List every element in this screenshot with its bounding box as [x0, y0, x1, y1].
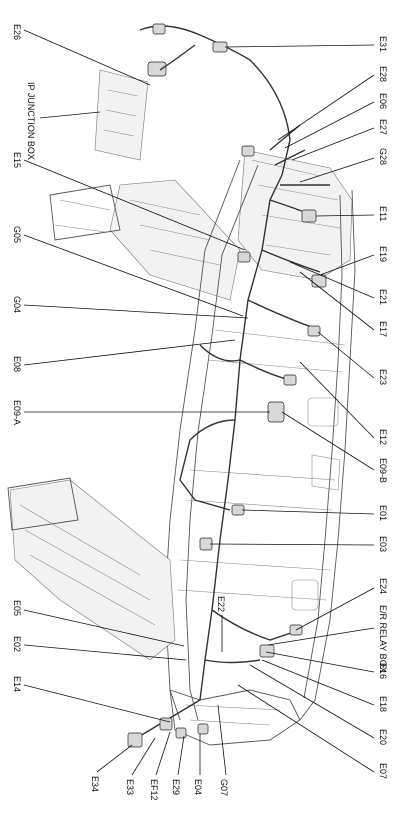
- label-e31: E31: [378, 36, 388, 52]
- label-e08: E08: [12, 356, 22, 372]
- label-e07: E07: [378, 763, 388, 779]
- label-e01: E01: [378, 505, 388, 521]
- label-e16: E16: [378, 663, 388, 679]
- label-e21: E21: [378, 289, 388, 305]
- label-e17: E17: [378, 321, 388, 337]
- label-e27: E27: [378, 119, 388, 135]
- label-e09b: E09-B: [378, 458, 388, 483]
- label-e18: E18: [378, 696, 388, 712]
- label-g28: G28: [378, 148, 388, 165]
- label-e14: E14: [12, 676, 22, 692]
- label-e28: E28: [378, 66, 388, 82]
- vehicle-frame-drawing: [7, 61, 356, 746]
- label-ef12: EF12: [149, 779, 159, 801]
- label-er-relay-box: E/R RELAY BOX: [378, 605, 388, 673]
- label-e24: E24: [378, 578, 388, 594]
- label-e03: E03: [378, 536, 388, 552]
- label-e23: E23: [378, 369, 388, 385]
- label-e22: E22: [216, 596, 226, 612]
- wiring-harness: [129, 25, 330, 743]
- label-e26: E26: [12, 24, 22, 40]
- label-e09a: E09-A: [12, 400, 22, 425]
- label-e05: E05: [12, 600, 22, 616]
- label-e34: E34: [90, 776, 100, 792]
- label-ip-junction-box: IP JUNCTION BOX: [26, 82, 36, 160]
- label-e29: E29: [171, 779, 181, 795]
- label-e04: E04: [193, 779, 203, 795]
- label-g05: G05: [12, 226, 22, 243]
- connectors: [127, 23, 327, 748]
- label-g07: G07: [219, 779, 229, 796]
- label-e02: E02: [12, 636, 22, 652]
- label-e19: E19: [378, 246, 388, 262]
- label-e11: E11: [378, 206, 388, 221]
- label-e33: E33: [125, 779, 135, 795]
- label-e12: E12: [378, 429, 388, 445]
- label-g04: G04: [12, 296, 22, 313]
- label-e06: E06: [378, 93, 388, 109]
- label-e20: E20: [378, 729, 388, 745]
- leader-lines: [23, 29, 375, 776]
- label-e15: E15: [12, 152, 22, 168]
- callout-labels: E26 IP JUNCTION BOX E31 E28 E06 E27 G28 …: [12, 24, 388, 801]
